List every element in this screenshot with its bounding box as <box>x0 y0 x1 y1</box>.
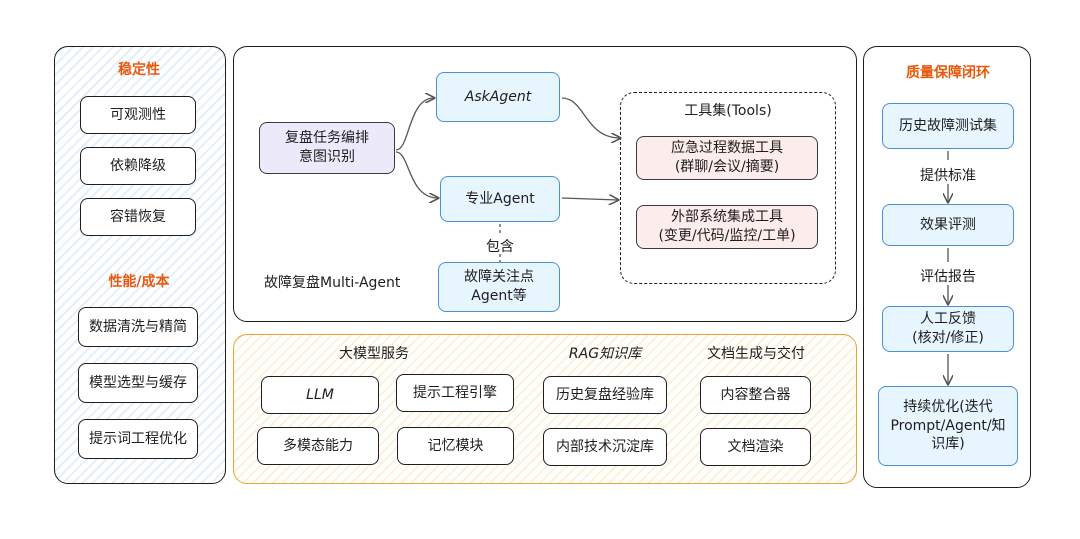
performance-title: 性能/成本 <box>108 274 170 290</box>
model-selection-box: 模型选型与缓存 <box>78 363 198 403</box>
prompt-engine-box: 提示工程引擎 <box>396 374 514 412</box>
tools-group <box>620 92 836 284</box>
data-cleaning-box: 数据清洗与精简 <box>78 307 198 347</box>
tools-title: 工具集(Tools) <box>684 103 772 119</box>
emergency-data-tool-box: 应急过程数据工具 (群聊/会议/摘要) <box>636 136 818 180</box>
content-integrator-box: 内容整合器 <box>700 376 811 414</box>
internal-kb-box: 内部技术沉淀库 <box>543 428 667 466</box>
observability-box: 可观测性 <box>80 96 196 134</box>
fault-tolerance-box: 容错恢复 <box>80 198 196 236</box>
dependency-degrade-box: 依赖降级 <box>80 147 196 185</box>
stability-title: 稳定性 <box>118 62 160 78</box>
focus-agent-box: 故障关注点 Agent等 <box>438 262 560 312</box>
prompt-optimization-box: 提示词工程优化 <box>78 419 198 459</box>
human-feedback-box: 人工反馈 (核对/修正) <box>882 306 1014 352</box>
external-integration-tool-box: 外部系统集成工具 (变更/代码/监控/工单) <box>636 205 818 249</box>
memory-module-box: 记忆模块 <box>397 427 514 465</box>
doc-delivery-title: 文档生成与交付 <box>707 346 805 362</box>
orchestrator-box: 复盘任务编排 意图识别 <box>259 122 395 174</box>
provide-standard-label: 提供标准 <box>920 168 976 184</box>
fault-test-set-box: 历史故障测试集 <box>882 103 1014 149</box>
quality-title: 质量保障闭环 <box>906 65 990 81</box>
multimodal-box: 多模态能力 <box>257 427 379 465</box>
effect-evaluation-box: 效果评测 <box>882 204 1014 246</box>
llm-service-title: 大模型服务 <box>339 346 409 362</box>
rag-kb-title: RAG知识库 <box>568 346 642 362</box>
ask-agent-box: AskAgent <box>436 72 560 122</box>
continuous-optimization-box: 持续优化(迭代 Prompt/Agent/知 识库) <box>878 386 1018 466</box>
llm-box: LLM <box>261 376 379 414</box>
eval-report-label: 评估报告 <box>920 269 976 285</box>
multi-agent-caption: 故障复盘Multi-Agent <box>264 275 401 291</box>
pro-agent-box: 专业Agent <box>440 176 560 222</box>
history-kb-box: 历史复盘经验库 <box>543 376 667 414</box>
doc-render-box: 文档渲染 <box>700 428 811 466</box>
contains-label: 包含 <box>486 239 514 255</box>
